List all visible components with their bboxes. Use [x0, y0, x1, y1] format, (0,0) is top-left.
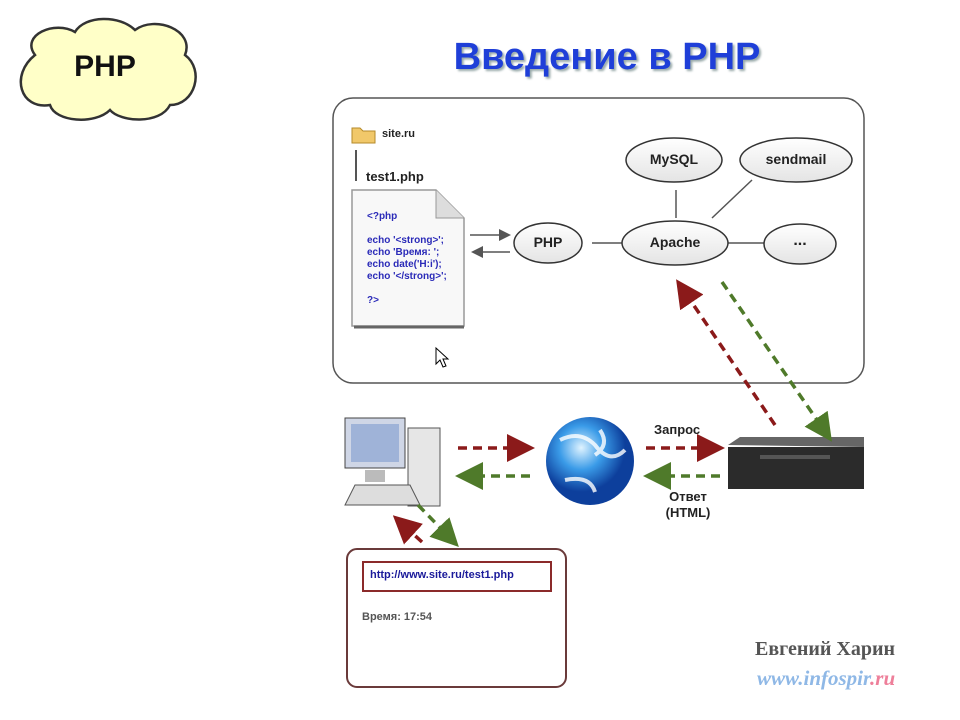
folder-label: site.ru — [382, 128, 416, 140]
node-more — [763, 223, 837, 265]
node-more-label: ... — [793, 232, 807, 249]
computer-icon — [344, 417, 441, 507]
slide-title: Введение в PHP — [453, 36, 761, 78]
code-block: <?php echo '<strong>'; echo 'Время: '; e… — [367, 211, 447, 306]
browser-output: Время: 17:54 — [362, 611, 433, 623]
node-apache-label: Apache — [649, 234, 701, 250]
response-label: Ответ(HTML) — [665, 489, 711, 520]
node-php — [513, 222, 583, 264]
server-panel — [332, 97, 865, 384]
node-apache — [621, 220, 729, 266]
browser-url[interactable]: http://www.site.ru/test1.php — [370, 569, 514, 581]
document-icon — [351, 189, 465, 327]
folder-icon — [351, 127, 376, 144]
response-arrow — [720, 281, 832, 442]
node-sendmail-label: sendmail — [765, 151, 827, 167]
node-mysql-label: MySQL — [649, 151, 699, 167]
request-arrow — [676, 279, 777, 426]
address-bar — [362, 561, 552, 592]
request-label: Запрос — [654, 422, 701, 437]
request-arrow — [392, 515, 424, 545]
node-sendmail — [739, 137, 853, 183]
php-badge: PHP — [74, 50, 136, 83]
file-label: test1.php — [366, 169, 424, 184]
cursor-icon — [435, 346, 450, 368]
cloud-badge — [19, 17, 197, 121]
site-link[interactable]: www.infospir.ru — [757, 666, 896, 690]
author-name: Евгений Харин — [755, 638, 896, 660]
node-php-label: PHP — [533, 234, 563, 250]
internet-globe-icon — [546, 417, 634, 505]
server-hardware-icon — [728, 437, 864, 489]
response-arrow — [416, 503, 459, 548]
node-mysql — [625, 137, 723, 183]
